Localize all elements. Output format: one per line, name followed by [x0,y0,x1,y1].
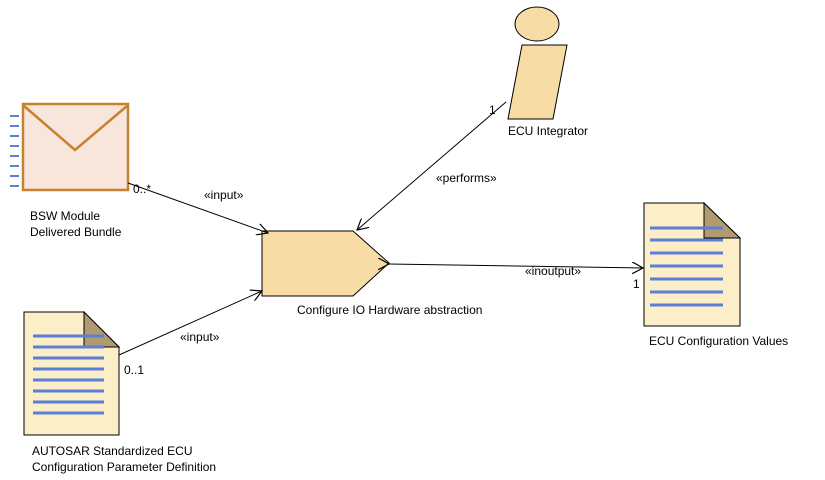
bsw-bundle-label-line2: Delivered Bundle [30,225,122,239]
ecu-integrator-label: ECU Integrator [508,124,588,138]
multiplicity-label: 0..* [133,182,151,196]
ecu-config-values-document[interactable]: ECU Configuration Values [643,201,788,348]
document-icon [643,201,742,327]
param-definition-label-line2: Configuration Parameter Definition [32,460,216,474]
connector-values-inoutput[interactable]: «inoutput» 1 [389,264,643,291]
ecu-config-values-label: ECU Configuration Values [649,334,788,348]
connector-integrator-performs[interactable]: 1 «performs» [357,101,507,230]
envelope-icon [21,102,130,192]
multiplicity-label: 1 [633,277,640,291]
task-shape [261,230,390,297]
connector-bundle-input[interactable]: 0..* «input» [127,182,268,233]
role-person-icon [507,6,568,120]
multiplicity-label: 0..1 [124,363,144,377]
bsw-bundle-artifact[interactable]: BSW Module Delivered Bundle [10,102,130,239]
param-definition-document[interactable]: AUTOSAR Standardized ECU Configuration P… [23,310,216,474]
ecu-integrator-role[interactable]: ECU Integrator [507,6,588,138]
document-icon [23,310,121,436]
param-definition-label-line1: AUTOSAR Standardized ECU [32,444,193,458]
stereotype-label: «inoutput» [525,264,581,278]
stereotype-label: «input» [180,330,220,344]
task-label: Configure IO Hardware abstraction [297,303,482,317]
configure-io-task[interactable]: Configure IO Hardware abstraction [261,230,482,317]
stereotype-label: «performs» [436,171,497,185]
bsw-bundle-label-line1: BSW Module [30,209,100,223]
port-lines-icon [10,115,19,187]
connector-param-input[interactable]: 0..1 «input» [118,291,262,377]
multiplicity-label: 1 [489,103,496,117]
stereotype-label: «input» [204,188,244,202]
